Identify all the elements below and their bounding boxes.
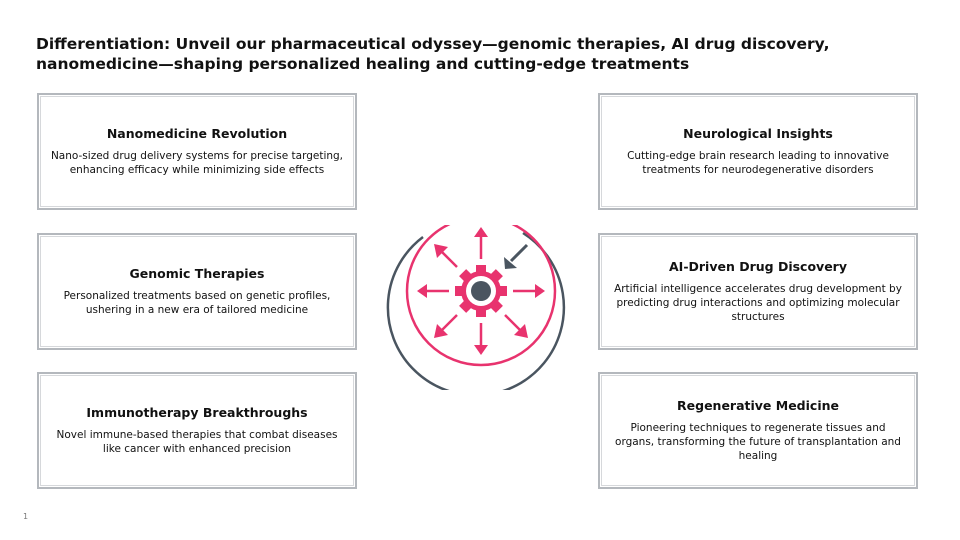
arrow-left-icon — [417, 284, 449, 298]
card-neurological-insights: Neurological Insights Cutting-edge brain… — [598, 93, 918, 210]
arrow-down-left-icon — [434, 314, 458, 338]
card-title: Neurological Insights — [683, 126, 833, 141]
card-description: Personalized treatments based on genetic… — [63, 290, 331, 316]
arrow-up-left-icon — [434, 244, 458, 268]
arrow-down-icon — [474, 323, 488, 355]
card-genomic-therapies: Genomic Therapies Personalized treatment… — [37, 233, 357, 350]
card-description: Pioneering techniques to regenerate tiss… — [615, 422, 901, 462]
arrow-down-right-icon — [504, 314, 528, 338]
gear-with-radiating-arrows-icon — [385, 215, 577, 397]
card-title: Regenerative Medicine — [677, 398, 839, 413]
card-description: Artificial intelligence accelerates drug… — [614, 283, 902, 323]
card-title: Nanomedicine Revolution — [106, 126, 288, 141]
card-title: AI-Driven Drug Discovery — [669, 259, 847, 274]
card-nanomedicine-revolution: Nanomedicine Revolution Nano-sized drug … — [37, 93, 357, 210]
slide-title: Differentiation: Unveil our pharmaceutic… — [36, 35, 830, 73]
center-illustration — [386, 215, 566, 397]
card-description: Nano-sized drug delivery systems for pre… — [50, 150, 344, 176]
card-title: Genomic Therapies — [129, 266, 265, 281]
card-immunotherapy-breakthroughs: Immunotherapy Breakthroughs Novel immune… — [37, 372, 357, 489]
arrow-right-icon — [513, 284, 545, 298]
card-description: Cutting-edge brain research leading to i… — [627, 150, 889, 176]
card-description: Novel immune-based therapies that combat… — [56, 429, 338, 455]
arrow-up-icon — [474, 227, 488, 259]
gear-center-dot — [471, 281, 491, 301]
gear-icon — [455, 265, 507, 317]
card-regenerative-medicine: Regenerative Medicine Pioneering techniq… — [598, 372, 918, 489]
card-ai-driven-drug-discovery: AI-Driven Drug Discovery Artificial inte… — [598, 233, 918, 350]
arrow-inward-icon — [504, 243, 529, 269]
card-title: Immunotherapy Breakthroughs — [86, 405, 308, 420]
page-number: 1 — [23, 512, 29, 521]
